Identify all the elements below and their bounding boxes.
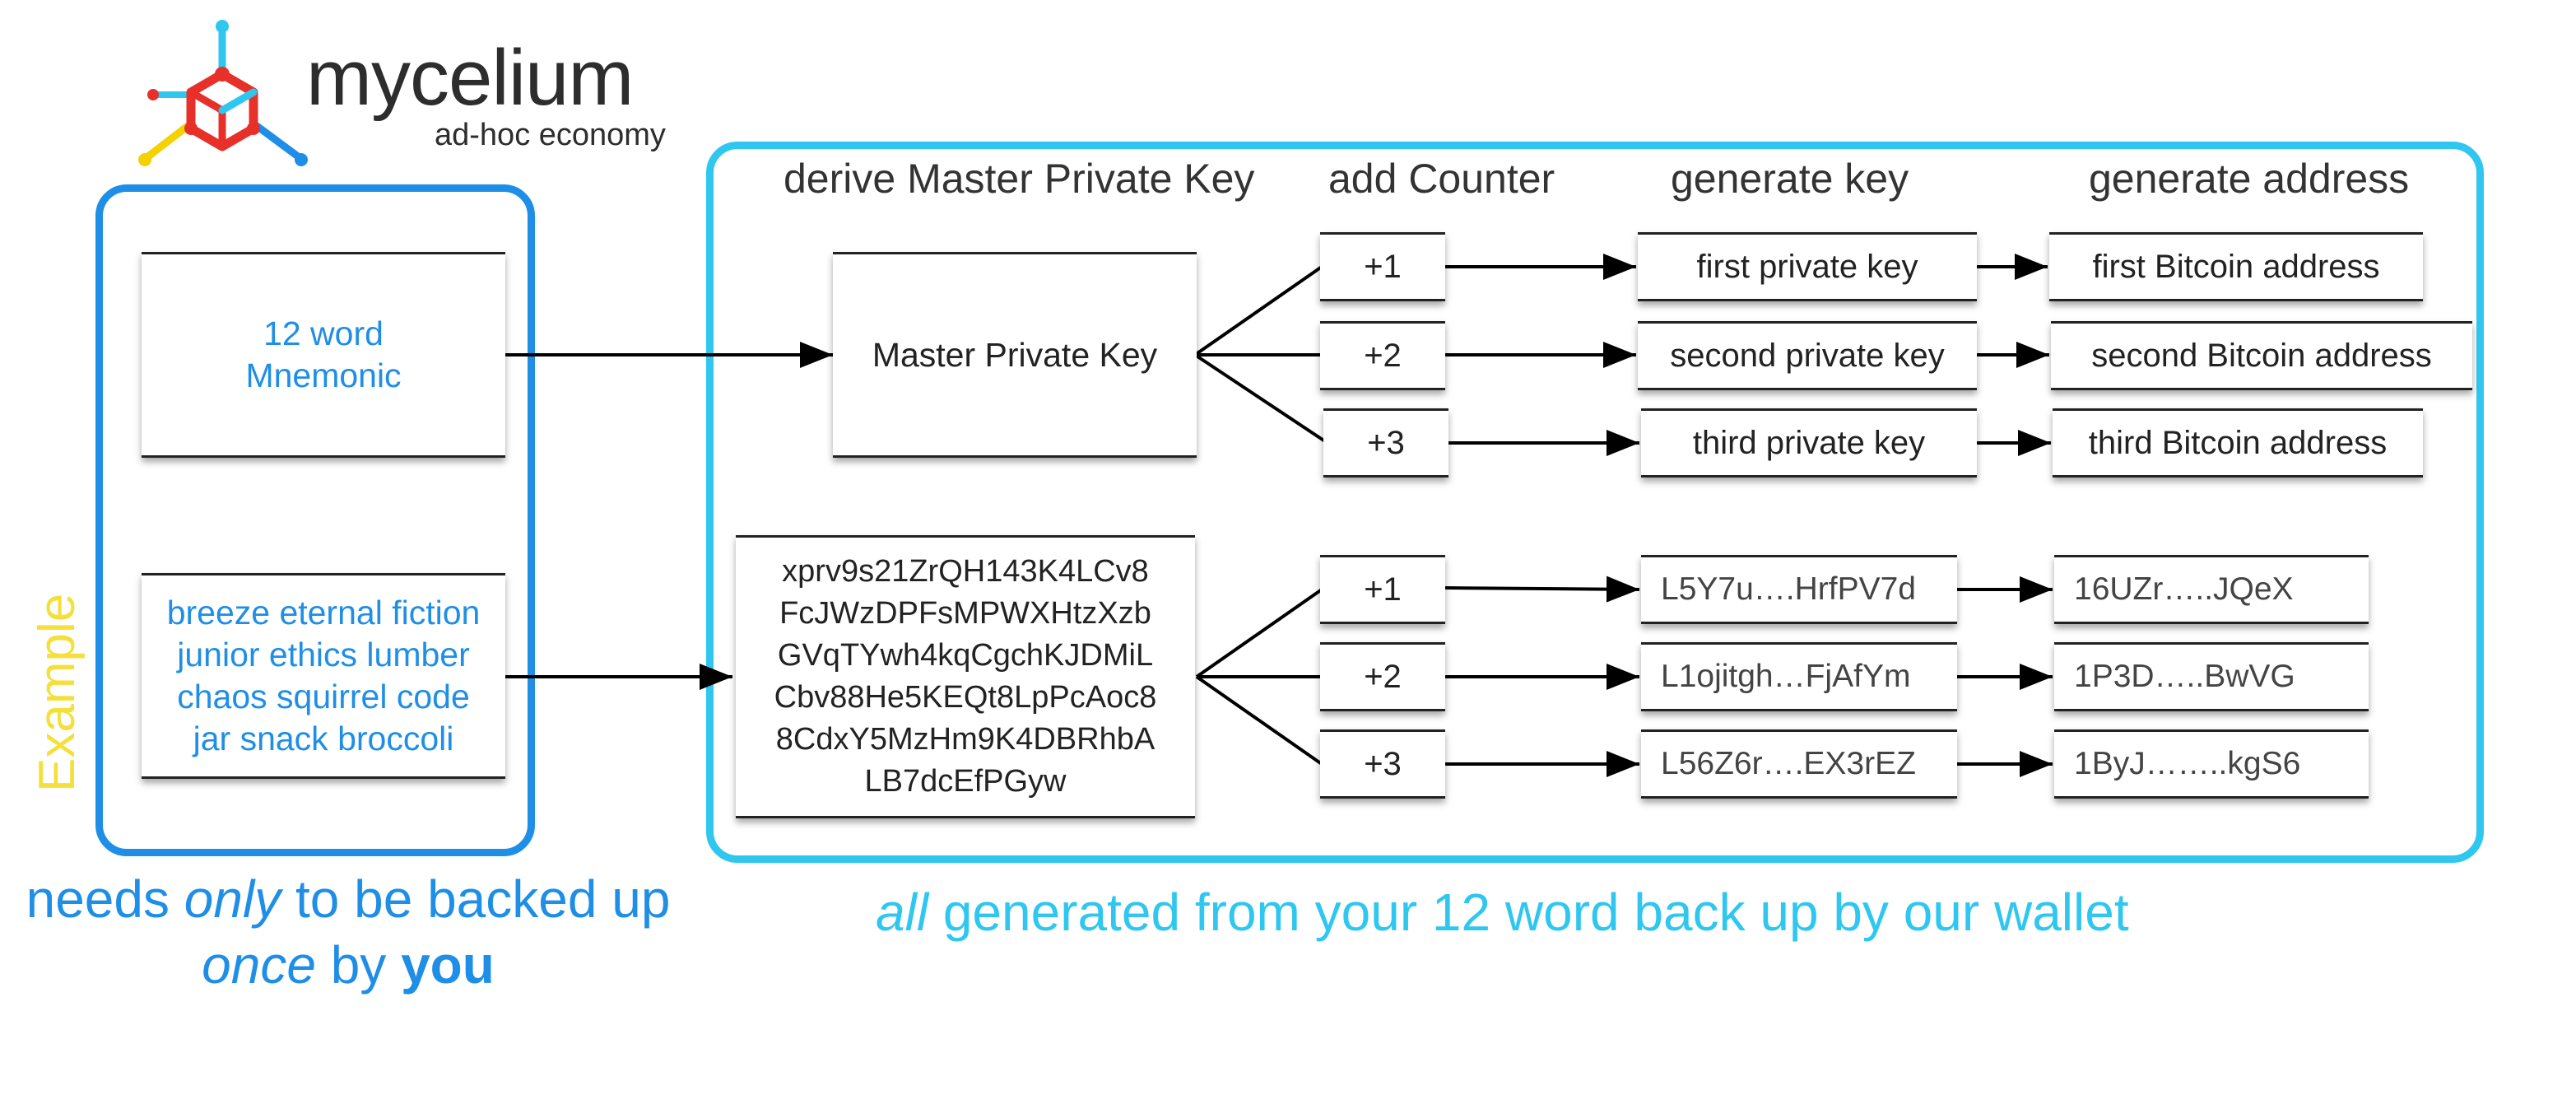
counter-ex-1-label: +1 <box>1364 571 1402 608</box>
caption-right-rest: generated from your 12 word back up by o… <box>928 883 2129 942</box>
private-key-1: first private key <box>1638 232 1977 301</box>
ex-address-3-label: 1ByJ……..kgS6 <box>2074 746 2301 781</box>
branch-1 <box>1193 265 1323 356</box>
counter-top-3: +3 <box>1323 408 1448 478</box>
header-generate-key: generate key <box>1671 156 1909 202</box>
header-generate-address: generate address <box>2089 156 2410 202</box>
wallet-frame <box>706 142 2484 863</box>
xprv-box: xprv9s21ZrQH143K4LCv8 FcJWzDPFsMPWXHtzXz… <box>736 535 1195 818</box>
mnemonic-word-line-4: jar snack broccoli <box>193 720 454 757</box>
ex-private-key-1: L5Y7u….HrfPV7d <box>1641 555 1957 624</box>
caption-left-line-1: needs only to be backed up <box>0 866 696 932</box>
bitcoin-address-3-label: third Bitcoin address <box>2088 424 2388 461</box>
xprv-line-5: 8CdxY5MzHm9K4DBRhbA <box>775 722 1155 757</box>
brand-name: mycelium <box>306 34 634 122</box>
mnemonic-word-line-1: breeze eternal fiction <box>166 594 481 631</box>
mycelium-logo <box>123 16 321 181</box>
ex-address-1-label: 16UZr…..JQeX <box>2074 571 2294 607</box>
brand-tagline: ad-hoc economy <box>435 118 666 152</box>
caption-left: needs only to be backed up once by you <box>0 866 696 998</box>
ex-private-key-2-label: L1ojitgh…FjAfYm <box>1661 659 1911 694</box>
ex-private-key-3: L56Z6r….EX3rEZ <box>1641 729 1957 799</box>
branch-ex-3 <box>1195 675 1323 766</box>
ex-address-1: 16UZr…..JQeX <box>2054 555 2369 624</box>
ex-private-key-2: L1ojitgh…FjAfYm <box>1641 642 1957 711</box>
counter-top-2-label: +2 <box>1364 337 1402 374</box>
ex-private-key-1-label: L5Y7u….HrfPV7d <box>1661 571 1917 607</box>
ex-address-2-label: 1P3D…..BwVG <box>2074 659 2295 694</box>
mycelium-logo-icon <box>138 20 308 166</box>
header-counter: add Counter <box>1328 156 1555 202</box>
caption-left-needs: needs <box>26 869 184 929</box>
bitcoin-address-2: second Bitcoin address <box>2051 321 2472 390</box>
counter-top-2: +2 <box>1320 321 1445 390</box>
private-key-3: third private key <box>1641 408 1977 478</box>
xprv-line-1: xprv9s21ZrQH143K4LCv8 <box>782 554 1149 589</box>
counter-ex-1: +1 <box>1320 555 1445 624</box>
master-key-box: Master Private Key <box>833 252 1197 458</box>
mnemonic-box: 12 word Mnemonic <box>142 252 505 458</box>
xprv-line-4: Cbv88He5KEQt8LpPcAoc8 <box>774 680 1157 715</box>
ex-address-3: 1ByJ……..kgS6 <box>2054 729 2369 799</box>
counter-ex-2: +2 <box>1320 642 1445 711</box>
header-derive: derive Master Private Key <box>783 156 1255 202</box>
bitcoin-address-2-label: second Bitcoin address <box>2091 337 2432 374</box>
caption-left-by: by <box>315 935 402 995</box>
counter-top-3-label: +3 <box>1367 424 1405 461</box>
counter-ex-3: +3 <box>1320 729 1445 799</box>
caption-left-line-2: once by you <box>0 932 696 998</box>
mnemonic-words-box: breeze eternal fiction junior ethics lum… <box>142 573 505 779</box>
ex-address-2: 1P3D…..BwVG <box>2054 642 2369 711</box>
mnemonic-line-2: Mnemonic <box>245 356 402 394</box>
arrow-exc1-key <box>1443 575 1640 603</box>
caption-left-only: only <box>184 869 281 929</box>
xprv-line-3: GVqTYwh4kqCgchKJDMiL <box>777 638 1154 673</box>
counter-top-1-label: +1 <box>1364 248 1402 285</box>
caption-left-backed: to be backed up <box>281 869 671 929</box>
private-key-2: second private key <box>1638 321 1977 390</box>
caption-left-once: once <box>202 935 316 995</box>
bitcoin-address-1-label: first Bitcoin address <box>2092 248 2380 285</box>
branch-ex-1 <box>1195 588 1323 678</box>
branch-3 <box>1193 353 1327 443</box>
counter-ex-3-label: +3 <box>1364 745 1402 782</box>
xprv-line-6: LB7dcEfPGyw <box>864 764 1067 799</box>
counter-top-1: +1 <box>1320 232 1445 301</box>
mnemonic-word-line-3: chaos squirrel code <box>177 678 470 715</box>
master-key-label: Master Private Key <box>872 335 1158 374</box>
mnemonic-line-1: 12 word <box>263 315 384 352</box>
caption-left-you: you <box>401 935 495 995</box>
counter-ex-2-label: +2 <box>1364 658 1402 695</box>
caption-right-all: all <box>876 883 929 942</box>
bitcoin-address-3: third Bitcoin address <box>2053 408 2423 478</box>
private-key-1-label: first private key <box>1696 248 1918 285</box>
private-key-2-label: second private key <box>1670 337 1945 374</box>
mnemonic-word-line-2: junior ethics lumber <box>177 636 470 673</box>
backup-frame <box>95 184 535 856</box>
xprv-line-2: FcJWzDPFsMPWXHtzXzb <box>779 596 1151 631</box>
private-key-3-label: third private key <box>1692 424 1926 461</box>
caption-right: all generated from your 12 word back up … <box>876 879 2129 945</box>
bitcoin-address-1: first Bitcoin address <box>2049 232 2423 301</box>
ex-private-key-3-label: L56Z6r….EX3rEZ <box>1661 746 1916 781</box>
